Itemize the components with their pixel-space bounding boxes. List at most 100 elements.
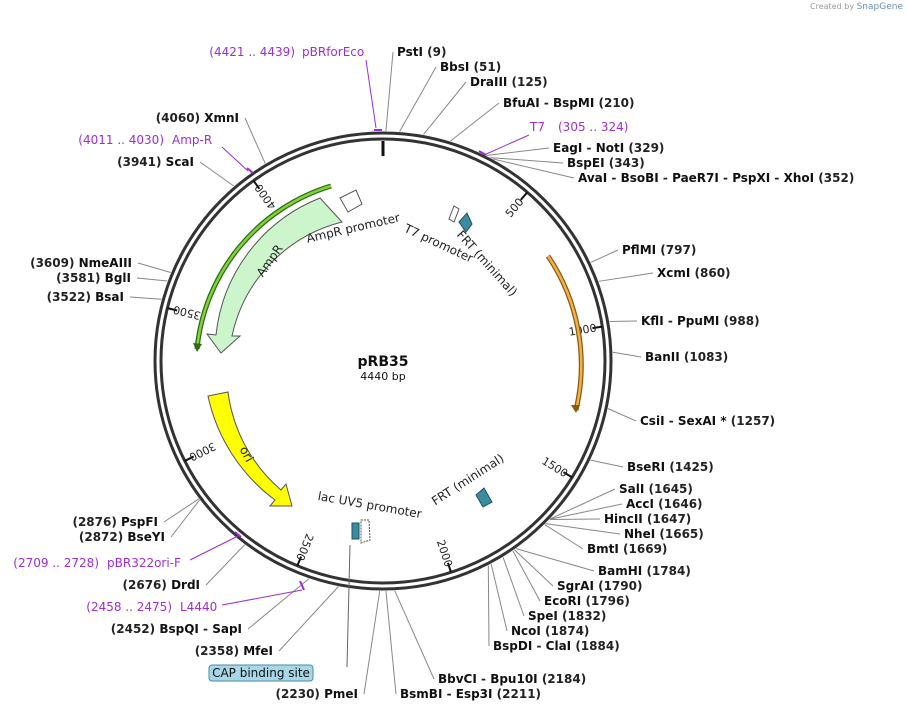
site-leader bbox=[385, 51, 394, 132]
site-leader bbox=[607, 408, 637, 422]
site-label-right: KflI - PpuMI (988) bbox=[641, 314, 760, 328]
plasmid-name: pRB35 bbox=[358, 354, 409, 370]
site-leader bbox=[492, 158, 575, 179]
primer-leader-pbr322ori bbox=[189, 535, 239, 561]
site-leader bbox=[502, 557, 525, 617]
site-label-right: AccI (1646) bbox=[626, 497, 703, 511]
site-position: (1425) bbox=[665, 460, 714, 474]
site-position: (988) bbox=[719, 314, 759, 328]
enzyme-name: EcoRI bbox=[544, 594, 581, 608]
site-position: (125) bbox=[507, 75, 547, 89]
site-leader bbox=[247, 578, 310, 630]
enzyme-name: XhoI bbox=[784, 171, 815, 185]
enzyme-name: Esp3I bbox=[456, 687, 493, 701]
ruler-tick-label: 2500 bbox=[293, 532, 316, 563]
enzyme-name: PstI bbox=[397, 45, 423, 59]
site-label-right: XcmI (860) bbox=[657, 266, 731, 280]
ruler-tick-label: 1000 bbox=[568, 322, 598, 339]
site-leader bbox=[549, 503, 623, 520]
feature-label-lac-uv5: lac UV5 promoter bbox=[317, 489, 423, 521]
enzyme-name: SexAI * bbox=[678, 414, 727, 428]
site-label-left: (3609) NmeAIII bbox=[30, 256, 132, 270]
site-position: (1832) bbox=[558, 609, 607, 623]
enzyme-name: KflI bbox=[641, 314, 664, 328]
enzyme-name: BfuAI bbox=[503, 96, 540, 110]
site-label-right: SpeI (1832) bbox=[528, 609, 606, 623]
enzyme-name: DraIII bbox=[470, 75, 507, 89]
ruler-tick-label: 500 bbox=[503, 196, 527, 220]
orange-arc-fill bbox=[546, 255, 583, 411]
site-leader-lines bbox=[129, 51, 654, 695]
enzyme-name: PflMI bbox=[622, 243, 656, 257]
site-label-right: BsmBI - Esp3I (2211) bbox=[400, 687, 541, 701]
enzyme-name: CsiI bbox=[640, 414, 665, 428]
site-label-right: BbsI (51) bbox=[440, 60, 501, 74]
site-label-right: PflMI (797) bbox=[622, 243, 696, 257]
primer-name-ampr: Amp-R bbox=[172, 133, 212, 147]
primer-name-pbrforeco: pBRforEco bbox=[302, 45, 364, 59]
enzyme-name: AvaI bbox=[578, 171, 607, 185]
ampr-outer-arc-head bbox=[193, 343, 202, 352]
ruler-tick bbox=[446, 562, 452, 573]
site-label-right: BfuAI - BspMI (210) bbox=[503, 96, 635, 110]
enzyme-name: XcmI bbox=[657, 266, 690, 280]
enzyme-name: HincII bbox=[604, 512, 643, 526]
cap-binding-label: CAP binding site bbox=[212, 666, 310, 680]
site-leader bbox=[163, 498, 200, 523]
ruler-tick bbox=[167, 307, 178, 312]
site-position: (1646) bbox=[654, 497, 703, 511]
site-label-right: PstI (9) bbox=[397, 45, 446, 59]
enzyme-name: ClaI bbox=[546, 639, 571, 653]
enzyme-name: Bpu10I bbox=[490, 672, 537, 686]
enzyme-name: NotI bbox=[596, 141, 625, 155]
site-position: (3941) bbox=[117, 155, 166, 169]
site-leader bbox=[205, 544, 246, 586]
ruler-tick-label: 3000 bbox=[187, 439, 218, 463]
enzyme-name: SapI bbox=[212, 622, 242, 636]
enzyme-name: AccI bbox=[626, 497, 654, 511]
brand-prefix: Created by bbox=[810, 2, 855, 11]
ruler-tick-label: 3500 bbox=[172, 303, 202, 322]
primer-marker-ampr bbox=[246, 167, 254, 174]
ampr-feature bbox=[205, 197, 343, 354]
primer-leader-ampr bbox=[221, 146, 249, 172]
enzyme-name: BamHI bbox=[598, 564, 642, 578]
enzyme-name: SgrAI bbox=[557, 579, 594, 593]
site-label-right: BanII (1083) bbox=[645, 350, 728, 364]
enzyme-name: EagI bbox=[553, 141, 582, 155]
enzyme-name: BsaI bbox=[95, 290, 124, 304]
site-label-right: DraIII (125) bbox=[470, 75, 548, 89]
site-label-left: (3522) BsaI bbox=[47, 290, 124, 304]
site-position: (3581) bbox=[56, 271, 105, 285]
site-label-right: HincII (1647) bbox=[604, 512, 691, 526]
snapgene-watermark: Created by SnapGene bbox=[810, 2, 903, 12]
enzyme-name: NmeAIII bbox=[79, 256, 132, 270]
site-label-left: (2676) DrdI bbox=[123, 578, 200, 592]
enzyme-name: BspEI bbox=[567, 156, 605, 170]
site-leader bbox=[423, 81, 467, 135]
enzyme-name: ScaI bbox=[166, 155, 194, 169]
ampr-outer-arc-fill bbox=[195, 184, 332, 350]
enzyme-name: BspMI bbox=[553, 96, 594, 110]
ruler-tick bbox=[562, 471, 573, 479]
site-leader bbox=[590, 249, 619, 263]
site-label-right: SgrAI (1790) bbox=[557, 579, 642, 593]
ori-feature bbox=[207, 391, 293, 507]
site-position: (1645) bbox=[644, 482, 693, 496]
primer-leader-pbrforeco bbox=[365, 59, 377, 129]
site-position: (343) bbox=[605, 156, 645, 170]
site-leader bbox=[394, 590, 435, 680]
site-leader bbox=[549, 488, 616, 520]
enzyme-name: BanII bbox=[645, 350, 680, 364]
site-position: (4060) bbox=[156, 111, 205, 125]
site-position: (2876) bbox=[72, 515, 121, 529]
enzyme-name: SpeI bbox=[528, 609, 558, 623]
enzyme-name: MfeI bbox=[243, 644, 273, 658]
enzyme-name: BspQI bbox=[159, 622, 199, 636]
ampr-promoter-feature bbox=[339, 189, 363, 213]
primer-name-pbr322ori: pBR322ori-F bbox=[107, 556, 181, 570]
orange-arc-head bbox=[571, 405, 580, 413]
site-leader bbox=[385, 590, 397, 695]
primer-name-t7: T7 bbox=[529, 120, 545, 134]
site-leader bbox=[544, 524, 584, 550]
